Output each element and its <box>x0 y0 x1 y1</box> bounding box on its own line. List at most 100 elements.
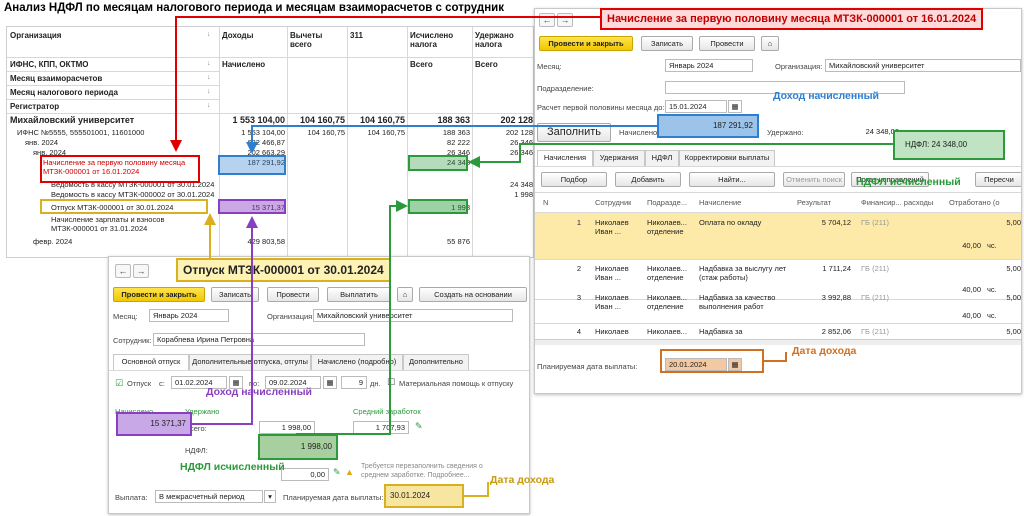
tab-ndfl[interactable]: НДФЛ <box>645 150 679 166</box>
month-field[interactable]: Январь 2024 <box>665 59 753 72</box>
row-month-label[interactable]: янв. 2024 <box>25 138 59 147</box>
row-registrar-vacation[interactable]: Отпуск МТЗК-000001 от 30.01.2024 <box>51 203 174 212</box>
sort-icon[interactable]: ↓ <box>207 88 211 95</box>
average-earnings-field[interactable]: 1 707,93 <box>353 421 409 434</box>
forward-arrow-icon[interactable]: → <box>557 13 573 27</box>
add-button[interactable]: Добавить <box>615 172 681 187</box>
find-button[interactable]: Найти... <box>689 172 775 187</box>
sort-icon[interactable]: ↓ <box>207 102 211 109</box>
tab-additional-leave[interactable]: Дополнительные отпуска, отгулы <box>189 354 311 370</box>
forward-arrow-icon[interactable]: → <box>133 264 149 278</box>
tab-deductions[interactable]: Удержания <box>593 150 645 166</box>
show-corrections-button[interactable]: Показ исправлений <box>851 172 929 187</box>
tab-additional[interactable]: Дополнительно <box>403 354 469 370</box>
material-help-checkbox[interactable]: ☐ <box>387 377 396 387</box>
warning-text[interactable]: Требуется перезаполнить сведения о средн… <box>361 463 483 479</box>
col-department[interactable]: Подразде... <box>647 198 688 207</box>
tab-payment-corrections[interactable]: Корректировки выплаты <box>679 150 775 166</box>
row-registrar[interactable]: Ведомость в кассу МТЗК-000002 от 30.01.2… <box>51 190 215 199</box>
cell-accrual: Надбавка за <box>699 327 743 336</box>
pay-date-field[interactable]: 20.01.2024 <box>665 358 727 371</box>
attach-icon[interactable]: ⌂ <box>397 287 413 302</box>
header-tax-withheld[interactable]: Удержано налога <box>475 31 514 49</box>
fill-button[interactable]: Заполнить <box>537 123 611 142</box>
organization-field[interactable]: Михайловский университет <box>825 59 1021 72</box>
organization-field[interactable]: Михайловский университет <box>313 309 513 322</box>
post-button[interactable]: Провести <box>267 287 319 302</box>
col-result[interactable]: Результат <box>797 198 832 207</box>
days-field[interactable]: 9 <box>341 376 367 389</box>
ndfl-popup[interactable]: НДФЛ: 24 348,00 <box>893 130 1005 160</box>
highlight-vacation-income <box>218 199 286 214</box>
tab-accrued-detail[interactable]: Начислено (подробно) <box>311 354 403 370</box>
recalculate-button[interactable]: Пересчи <box>975 172 1021 187</box>
cell-deductions: 104 160,75 <box>299 115 345 125</box>
employee-field[interactable]: Корабпева Ирина Петровна <box>153 333 365 346</box>
header-311[interactable]: 311 <box>350 31 363 40</box>
header-registrar[interactable]: Регистратор <box>10 102 60 111</box>
header-inn[interactable]: ИФНС, КПП, ОКТМО <box>10 60 89 69</box>
calendar-icon[interactable]: ▦ <box>728 358 742 371</box>
col-n[interactable]: N <box>543 198 549 207</box>
header-org[interactable]: Организация <box>10 31 62 40</box>
vacation-pay-date-field[interactable]: 30.01.2024 <box>384 484 464 508</box>
header-month-settlement[interactable]: Месяц взаиморасчетов <box>10 74 103 83</box>
sort-icon[interactable]: ↓ <box>207 31 211 38</box>
horizontal-scrollbar[interactable] <box>535 339 1021 345</box>
sort-icon[interactable]: ↓ <box>207 74 211 81</box>
calc-until-field[interactable]: 15.01.2024 <box>665 100 727 113</box>
create-based-on-button[interactable]: Создать на основании <box>419 287 527 302</box>
post-and-close-button[interactable]: Провести и закрыть <box>113 287 205 302</box>
payout-select[interactable]: В межрасчетный период <box>155 490 263 503</box>
month-field[interactable]: Январь 2024 <box>149 309 229 322</box>
header-deductions[interactable]: Вычеты всего <box>290 31 323 49</box>
tab-accruals[interactable]: Начисления <box>537 150 593 167</box>
warning-icon: ▲ <box>345 467 354 477</box>
to-label: по: <box>249 379 260 388</box>
edit-pencil-icon[interactable]: ✎ <box>333 467 341 477</box>
col-employee[interactable]: Сотрудник <box>595 198 632 207</box>
header-month-tax[interactable]: Месяц налогового периода <box>10 88 118 97</box>
row-registrar-accrual[interactable]: Начисление за первую половину месяца МТЗ… <box>43 158 186 176</box>
cell-employee: Николаев Иван ... <box>595 293 629 311</box>
row-inn-label[interactable]: ИФНС №5555, 555501001, 11601000 <box>17 128 145 137</box>
col-accrual[interactable]: Начисление <box>699 198 742 207</box>
accrual-document-title: Начисление за первую половину месяца МТЗ… <box>600 8 984 30</box>
row-registrar[interactable]: Начисление зарплаты и взносов МТЗК-00000… <box>51 215 165 233</box>
header-tax-accrued[interactable]: Исчислено налога <box>410 31 454 49</box>
calendar-icon[interactable]: ▦ <box>728 100 742 113</box>
cell-tax-withheld: 24 348 <box>510 180 533 189</box>
cell-worked: 5,00 <box>1006 264 1021 273</box>
back-arrow-icon[interactable]: ← <box>115 264 131 278</box>
row-month-label[interactable]: февр. 2024 <box>33 237 73 246</box>
header-income[interactable]: Доходы <box>222 31 254 40</box>
write-button[interactable]: Записать <box>211 287 259 302</box>
col-financing[interactable]: Финансир... расходы <box>861 198 934 207</box>
post-button[interactable]: Провести <box>699 36 755 51</box>
header-tax-accrued-total[interactable]: Всего <box>410 60 433 69</box>
department-field[interactable] <box>665 81 905 94</box>
caption-income-date-vacation: Дата дохода <box>490 474 555 486</box>
sort-icon[interactable]: ↓ <box>207 60 211 67</box>
tab-main-leave[interactable]: Основной отпуск <box>113 354 189 371</box>
chevron-down-icon[interactable]: ▾ <box>264 490 276 503</box>
row-org-label[interactable]: Михайловский университет <box>10 115 135 125</box>
leave-checkbox[interactable]: ☑ <box>115 378 124 388</box>
row-registrar[interactable]: Ведомость в кассу МТЗК-000001 от 30.01.2… <box>51 180 215 189</box>
table-row[interactable] <box>535 213 1021 259</box>
cancel-search-button[interactable]: Отменить поиск <box>783 172 845 187</box>
attach-icon[interactable]: ⌂ <box>761 36 779 51</box>
calendar-icon[interactable]: ▦ <box>323 376 337 389</box>
accrual-document-window: ← → Провести и закрыть Записать Провести… <box>534 8 1022 394</box>
cell-income: 187 291,92 <box>247 158 285 167</box>
edit-pencil-icon[interactable]: ✎ <box>415 421 423 431</box>
col-worked[interactable]: Отработано (о <box>949 198 1000 207</box>
row-month-label[interactable]: янв. 2024 <box>33 148 67 157</box>
select-button[interactable]: Подбор <box>541 172 607 187</box>
back-arrow-icon[interactable]: ← <box>539 13 555 27</box>
write-button[interactable]: Записать <box>641 36 693 51</box>
pay-button[interactable]: Выплатить <box>327 287 391 302</box>
header-accrued[interactable]: Начислено <box>222 60 266 69</box>
post-and-close-button[interactable]: Провести и закрыть <box>539 36 633 51</box>
header-tax-withheld-total[interactable]: Всего <box>475 60 498 69</box>
